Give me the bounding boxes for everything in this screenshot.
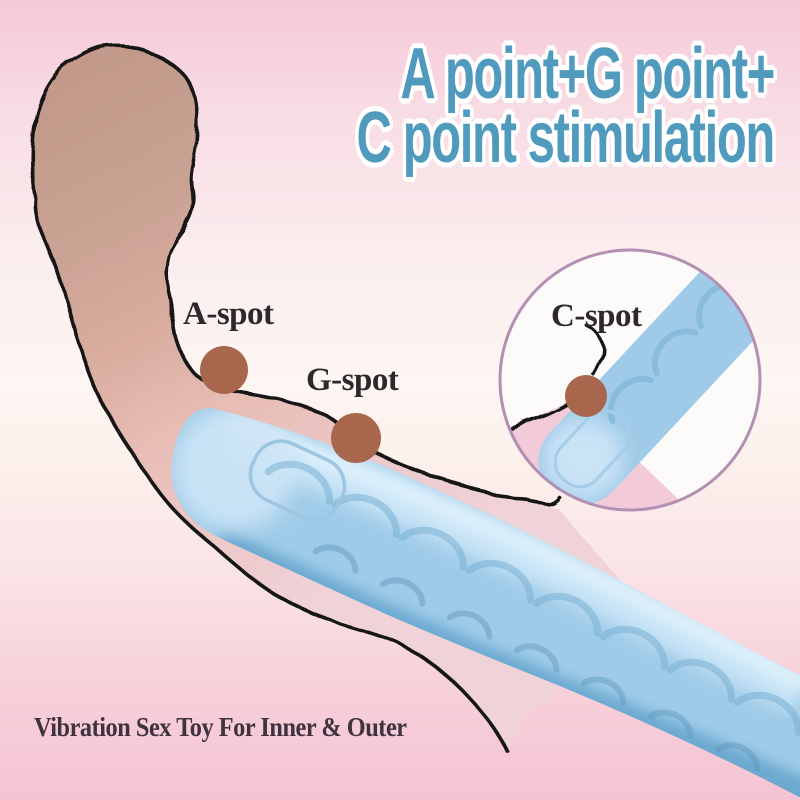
anatomy-outline xyxy=(29,43,560,755)
wand-ridges xyxy=(264,460,800,736)
wand-tip-ridge-outline xyxy=(248,439,347,521)
caption-text: Vibration Sex Toy For Inner & Outer xyxy=(34,712,407,742)
a-spot-label: A-spot xyxy=(183,296,274,332)
inset-zoom-circle xyxy=(498,248,762,512)
headline: A point+G point+ C point stimulation xyxy=(160,34,776,178)
wand-body xyxy=(171,408,800,798)
inset-circle-border xyxy=(498,248,762,512)
c-spot-marker xyxy=(565,375,607,417)
g-spot-marker xyxy=(331,413,381,463)
headline-line1: A point+G point+ xyxy=(400,34,775,114)
g-spot-label: G-spot xyxy=(306,362,399,398)
c-spot-label: C-spot xyxy=(551,298,642,334)
wand-ridges-lower xyxy=(312,544,761,772)
wand-top-shine xyxy=(232,417,800,691)
headline-line2: C point stimulation xyxy=(356,98,776,178)
wand-top-highlight xyxy=(217,410,800,713)
a-spot-marker xyxy=(200,346,248,394)
inset-wand-tip-ridge-outline xyxy=(553,409,631,489)
